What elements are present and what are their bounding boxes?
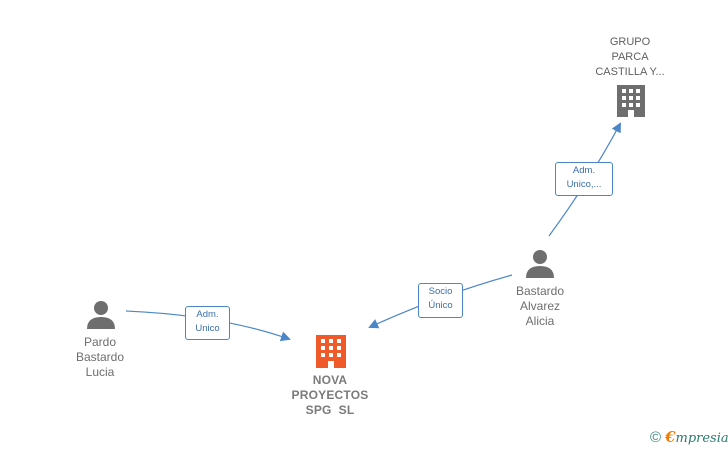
node-line: Lucia xyxy=(85,365,115,379)
node-line: PARCA xyxy=(611,51,649,63)
copyright-icon: © xyxy=(650,429,662,446)
node-line: Bastardo xyxy=(515,284,565,298)
node-line: Bastardo xyxy=(75,350,125,364)
node-line: PROYECTOS xyxy=(291,388,369,402)
node-line: NOVA xyxy=(312,373,348,387)
edge-line: Unico xyxy=(195,323,220,334)
edge-line: Adm. xyxy=(196,309,219,320)
node-line: CASTILLA Y... xyxy=(595,66,665,78)
node-pardo-bastardo-label[interactable]: Pardo Bastardo Lucia xyxy=(56,335,144,380)
edge-label-adm-unico-left[interactable]: Adm. Unico xyxy=(185,306,230,340)
edge-line: Socio xyxy=(428,286,453,297)
building-icon xyxy=(316,335,346,368)
node-line: Alicia xyxy=(525,314,555,328)
node-grupo-parca-label[interactable]: GRUPO PARCA CASTILLA Y... xyxy=(586,35,674,80)
empresia-logo: ©€mpresia xyxy=(650,428,728,446)
building-icon xyxy=(617,85,645,117)
node-line: SPG SL xyxy=(305,403,355,417)
node-line: Pardo xyxy=(83,335,117,349)
node-nova-proyectos-label[interactable]: NOVA PROYECTOS SPG SL xyxy=(280,373,380,418)
edge-line: Unico,... xyxy=(566,179,602,190)
edge-label-socio-unico[interactable]: Socio Único xyxy=(418,283,463,318)
node-bastardo-alvarez-label[interactable]: Bastardo Alvarez Alicia xyxy=(496,284,584,329)
person-icon xyxy=(526,250,554,278)
edge-line: Adm. xyxy=(572,165,596,176)
brand-e: € xyxy=(665,428,676,446)
edge-line: Único xyxy=(428,300,453,311)
edge-label-adm-unico-top[interactable]: Adm. Unico,... xyxy=(555,162,613,196)
node-line: GRUPO xyxy=(609,36,651,48)
node-line: Alvarez xyxy=(519,299,560,313)
brand-name: mpresia xyxy=(675,431,728,446)
person-icon xyxy=(87,301,115,329)
